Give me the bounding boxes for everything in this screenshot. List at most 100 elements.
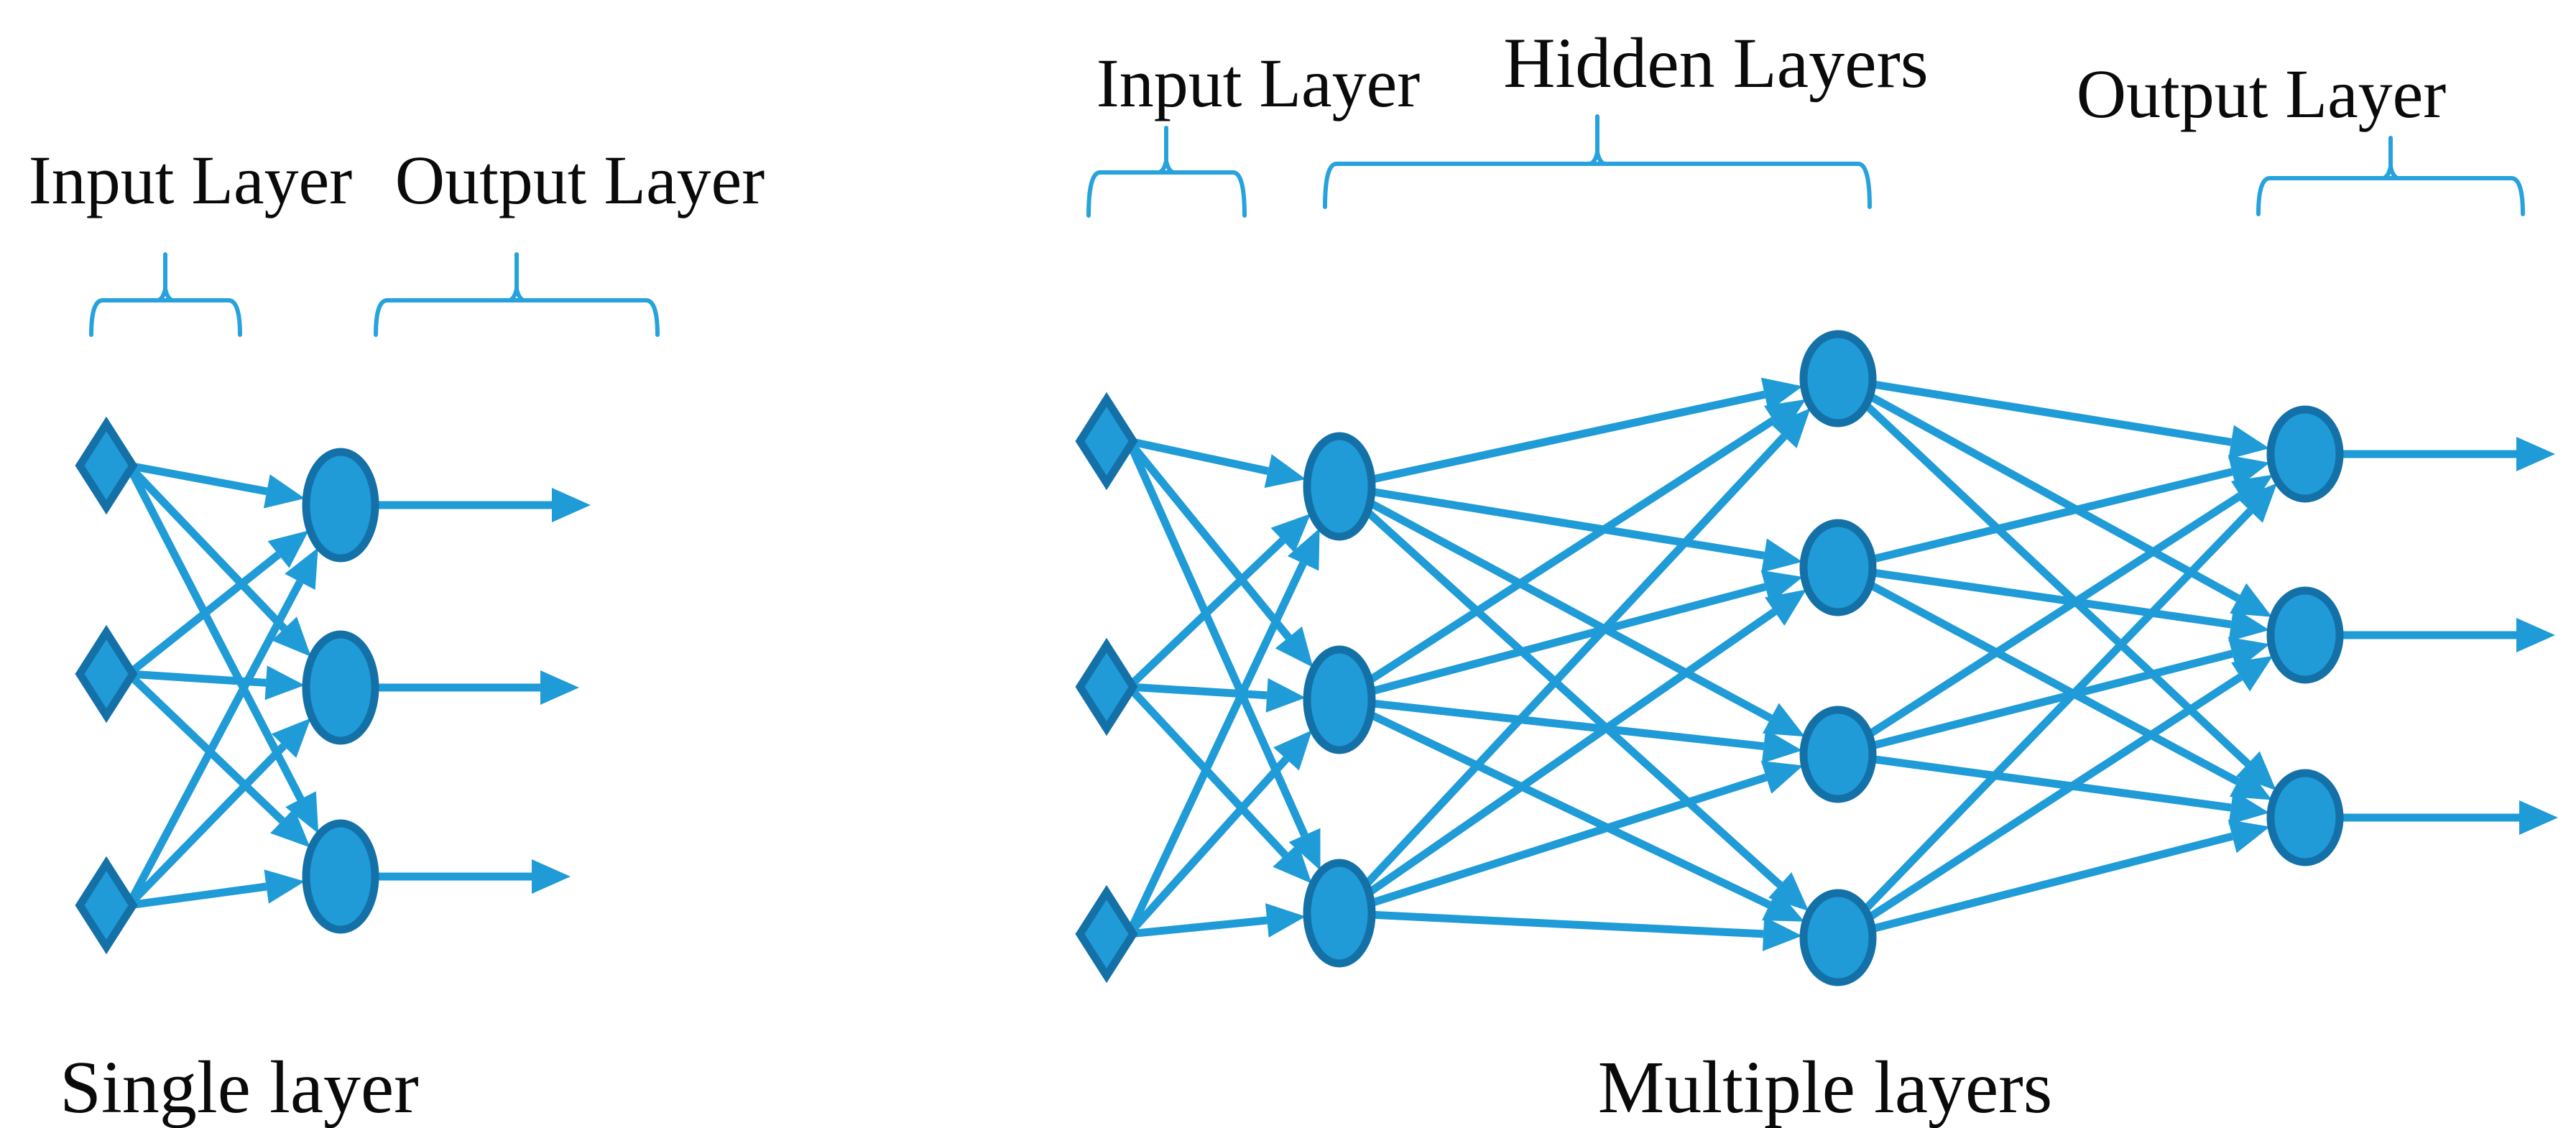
arrowhead-icon bbox=[270, 808, 310, 848]
output-node-circle bbox=[2266, 405, 2344, 503]
edge-line bbox=[1837, 750, 2232, 812]
output-layer-3 bbox=[2266, 405, 2344, 866]
arrowhead-icon bbox=[2230, 474, 2273, 511]
arrowhead-icon bbox=[2231, 655, 2273, 692]
edge-line bbox=[126, 671, 285, 824]
arrowhead-icon bbox=[1264, 454, 1306, 489]
arrowhead-icon bbox=[1761, 729, 1803, 764]
edge-line bbox=[1837, 832, 2234, 942]
arrowhead-icon bbox=[271, 718, 311, 758]
edge-line bbox=[1837, 374, 2232, 446]
input-node-diamond bbox=[75, 624, 138, 724]
edge-line bbox=[1836, 492, 2243, 758]
edge-line bbox=[1339, 695, 1765, 751]
hidden-node-circle bbox=[1799, 519, 1877, 616]
layer-label: Hidden Layers bbox=[1503, 23, 1928, 103]
arrowhead-icon bbox=[552, 488, 591, 522]
arrowhead-icon bbox=[2238, 483, 2278, 523]
input-node-diamond bbox=[75, 856, 138, 955]
hidden-node-circle bbox=[1799, 889, 1877, 986]
output-arrows bbox=[2340, 437, 2558, 835]
layer-label: Output Layer bbox=[395, 142, 765, 218]
arrowhead-icon bbox=[2519, 800, 2558, 835]
arrowhead-icon bbox=[2228, 790, 2270, 825]
arrowhead-icon bbox=[1761, 538, 1803, 573]
arrowhead-icon bbox=[1765, 589, 1807, 626]
edge-line bbox=[1837, 468, 2233, 572]
edge-line bbox=[1835, 508, 2253, 940]
arrowhead-icon bbox=[1760, 760, 1804, 794]
arrowhead-icon bbox=[1762, 889, 1805, 922]
arrowhead-icon bbox=[1265, 903, 1306, 938]
brace bbox=[2256, 136, 2525, 216]
edge-line bbox=[1338, 390, 1766, 491]
arrowhead-icon bbox=[264, 665, 305, 701]
input-layer-0 bbox=[75, 416, 138, 955]
edge-line bbox=[1336, 433, 1787, 916]
diagram-caption: Multiple layers bbox=[1598, 1046, 2053, 1128]
arrowhead-icon bbox=[2228, 819, 2270, 854]
edge-line bbox=[1337, 608, 1777, 917]
edge-line bbox=[1337, 417, 1776, 703]
edge-line bbox=[1339, 909, 1764, 938]
arrowhead-icon bbox=[272, 616, 311, 657]
input-layer-0 bbox=[1075, 392, 1138, 984]
arrowhead-icon bbox=[1762, 916, 1803, 951]
edge-line bbox=[1125, 438, 1292, 640]
edge-line bbox=[1337, 696, 1771, 909]
edge-line bbox=[126, 463, 287, 632]
arrowhead-icon bbox=[2228, 425, 2270, 460]
arrowhead-icon bbox=[1270, 513, 1311, 553]
edge-line bbox=[1837, 649, 2234, 759]
hidden-node-circle bbox=[1799, 330, 1877, 427]
arrowhead-icon bbox=[1771, 408, 1811, 448]
edge-line bbox=[1337, 483, 1773, 722]
edge-line bbox=[125, 580, 304, 907]
edge-line bbox=[1837, 563, 2232, 629]
arrowhead-icon bbox=[2516, 618, 2555, 652]
arrowhead-icon bbox=[1288, 828, 1321, 871]
output-node-circle bbox=[302, 630, 379, 745]
hidden-layer-1 bbox=[1303, 432, 1376, 968]
arrowhead-icon bbox=[2228, 607, 2270, 642]
layer-label: Output Layer bbox=[2077, 55, 2447, 132]
output-node-circle bbox=[2266, 586, 2344, 684]
edge-line bbox=[125, 463, 305, 801]
hidden-node-circle bbox=[1303, 859, 1376, 968]
brace bbox=[1086, 126, 1247, 218]
edge-line bbox=[1836, 673, 2243, 941]
output-layer-1 bbox=[302, 448, 379, 934]
edge-line bbox=[1836, 375, 2240, 602]
edge-line bbox=[1127, 437, 1269, 476]
edge-line bbox=[1338, 773, 1768, 917]
brace bbox=[374, 252, 660, 337]
edge-line bbox=[1337, 483, 1783, 888]
arrowhead-icon bbox=[1273, 730, 1313, 771]
arrowhead-icon bbox=[1763, 399, 1806, 435]
output-node-circle bbox=[302, 448, 379, 563]
multiple-layers-diagram: Input Layer Hidden Layers Output LayerMult… bbox=[1075, 23, 2558, 1128]
arrowhead-icon bbox=[2516, 437, 2555, 471]
arrowhead-icon bbox=[532, 859, 571, 894]
hidden-node-circle bbox=[1799, 706, 1877, 803]
edge-line bbox=[1125, 561, 1307, 936]
arrowhead-icon bbox=[1275, 627, 1314, 668]
arrowhead-icon bbox=[285, 791, 319, 834]
arrowhead-icon bbox=[540, 670, 579, 705]
brace bbox=[1323, 114, 1872, 209]
output-arrows bbox=[375, 488, 591, 894]
edge-line bbox=[1836, 564, 2240, 785]
arrowhead-icon bbox=[267, 530, 309, 568]
brace bbox=[89, 252, 242, 337]
layer-label: Input Layer bbox=[29, 142, 353, 218]
layer-label: Input Layer bbox=[1097, 45, 1421, 121]
edge-line bbox=[1126, 537, 1285, 690]
arrowhead-icon bbox=[263, 474, 305, 509]
diagram-caption: Single layer bbox=[60, 1046, 419, 1128]
edges bbox=[125, 461, 319, 910]
edge-line bbox=[126, 551, 281, 678]
arrowhead-icon bbox=[1760, 377, 1803, 412]
